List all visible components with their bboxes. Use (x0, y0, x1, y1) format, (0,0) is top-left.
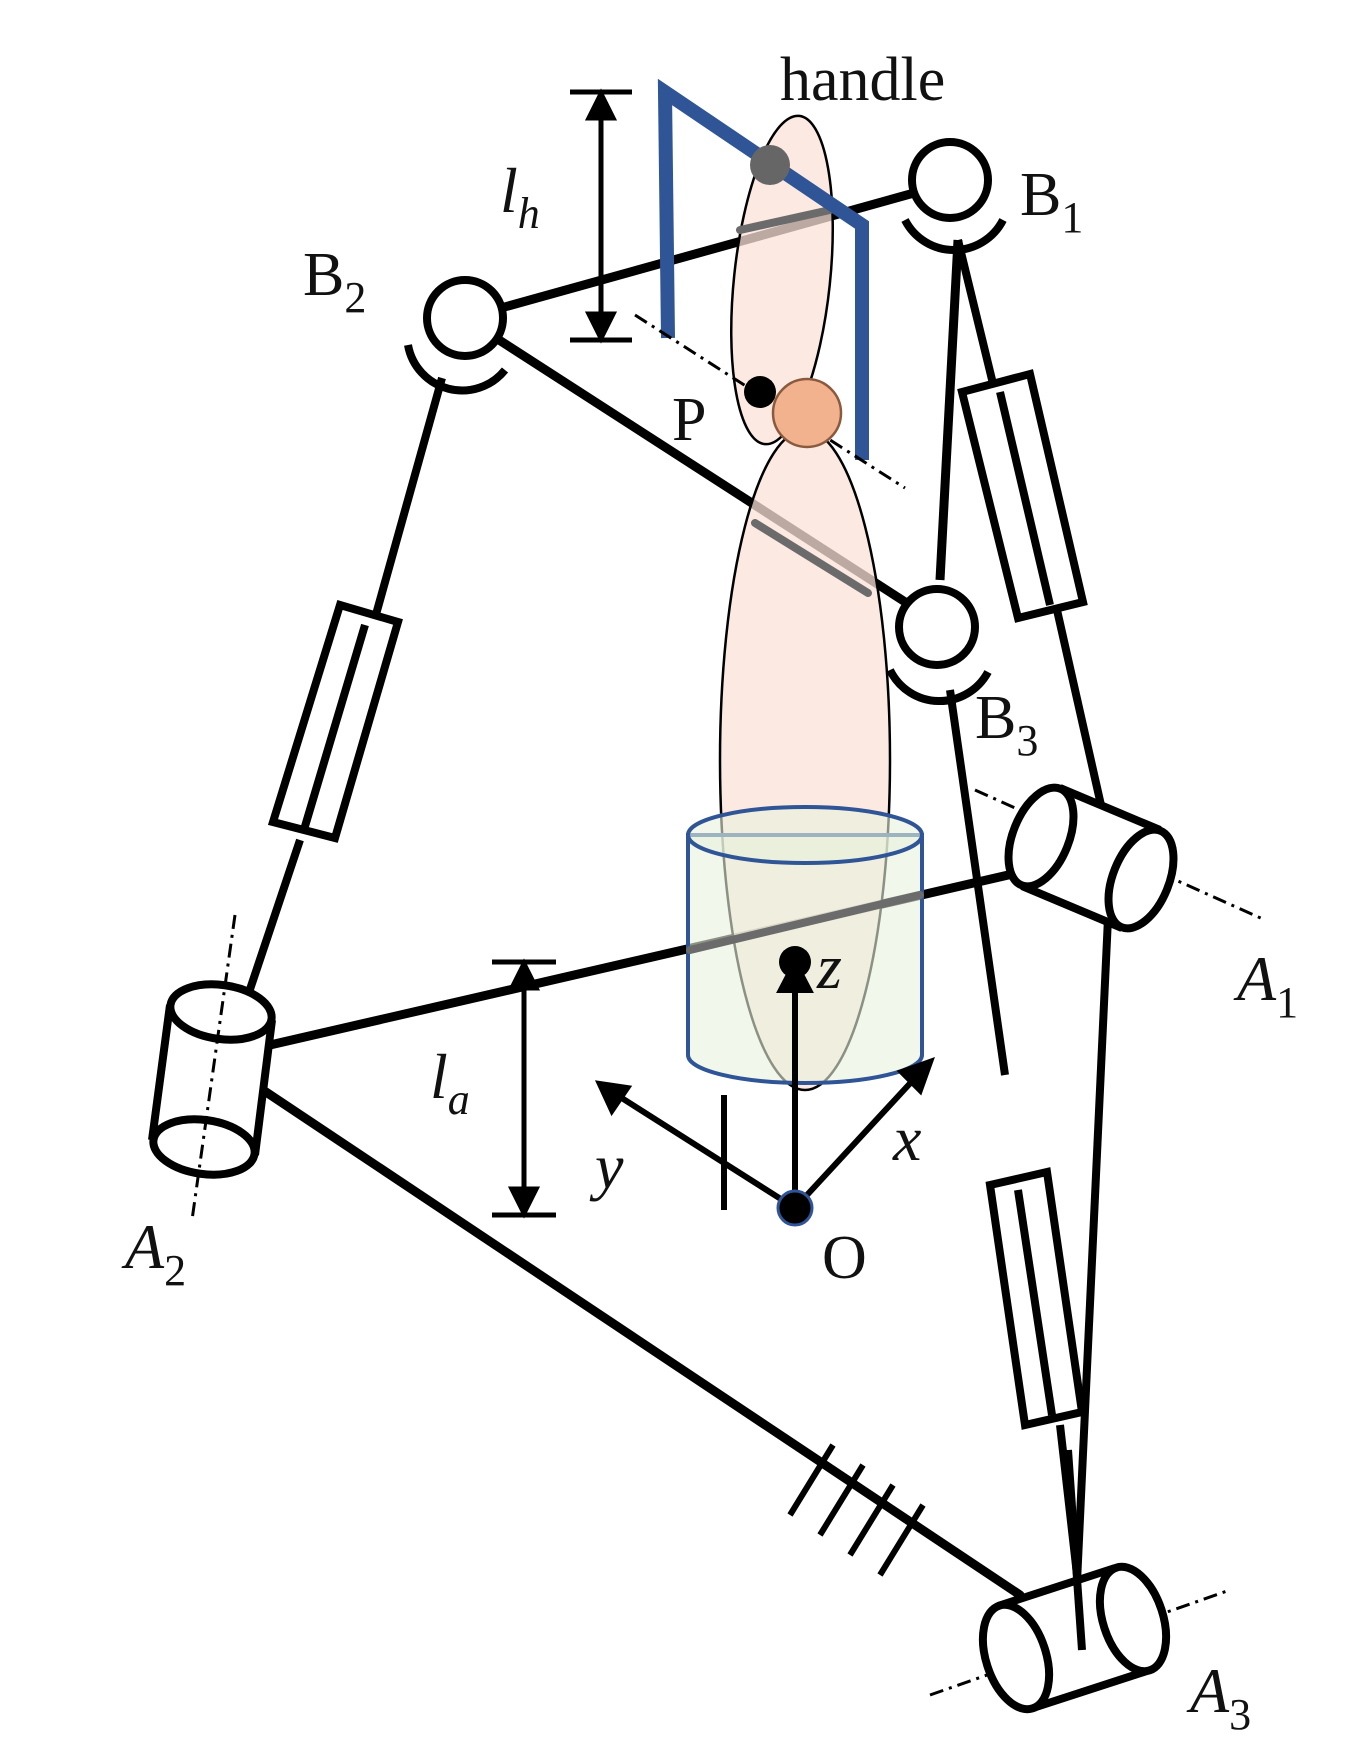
joint-a1 (974, 783, 1266, 933)
z-axis-dot (779, 946, 811, 978)
leg-2 (224, 376, 446, 1057)
label-a2: A2 (121, 1211, 186, 1295)
label-a3: A3 (1186, 1655, 1251, 1739)
joint-b2 (404, 276, 509, 395)
label-b2: B2 (303, 241, 366, 322)
dim-la (492, 958, 556, 1219)
origin-dot (776, 1189, 814, 1227)
label-o: O (822, 1224, 867, 1292)
joint-b3 (886, 585, 992, 706)
label-la: la (430, 1041, 470, 1124)
label-z: z (816, 931, 842, 1002)
strut-a1-a3 (1071, 917, 1112, 1626)
grip-knob (750, 145, 790, 185)
label-handle: handle (780, 46, 945, 114)
ground-hatch (787, 1443, 926, 1577)
leg-3-lower (1064, 1449, 1086, 1651)
label-y: y (589, 1131, 624, 1202)
label-lh: lh (500, 155, 540, 238)
joint-b1 (901, 138, 1007, 255)
label-x: x (892, 1103, 921, 1174)
label-p: P (672, 386, 706, 454)
upper-platform (462, 178, 963, 622)
label-b1: B1 (1020, 161, 1083, 242)
label-a1: A1 (1233, 943, 1298, 1027)
label-b3: B3 (975, 684, 1038, 765)
wrist-ball (771, 377, 843, 449)
handle-axis (634, 313, 906, 490)
point-dot (744, 376, 776, 408)
hand (729, 114, 835, 446)
coordinate-frame (594, 956, 935, 1211)
joint-a3 (929, 1562, 1231, 1714)
dim-lh (570, 88, 632, 344)
joint-a2 (148, 914, 276, 1221)
bar-shadows (686, 206, 924, 954)
leg-3 (946, 689, 1089, 1646)
